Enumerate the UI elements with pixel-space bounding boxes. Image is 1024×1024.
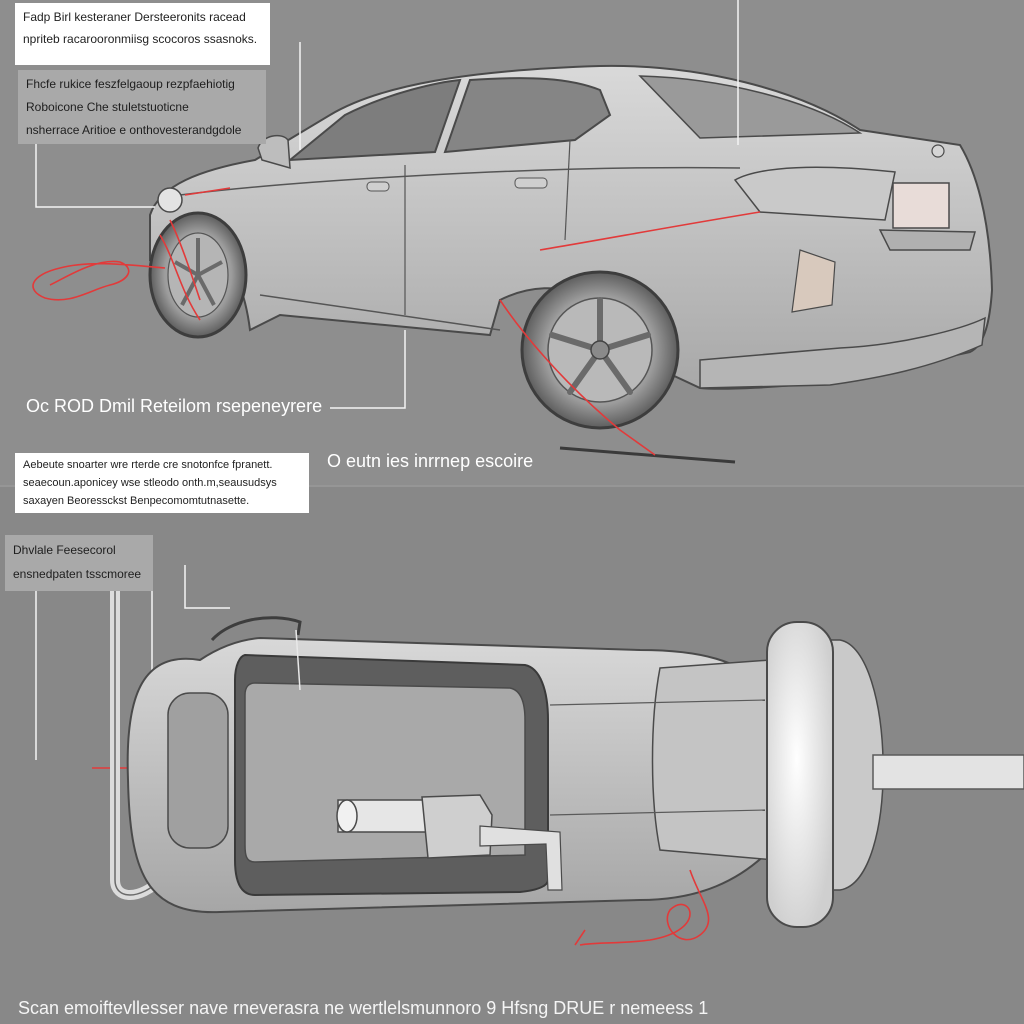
bottom-caption: Scan emoiftevllesser nave rneverasra ne …: [18, 998, 709, 1018]
callout-lower-grey-box: Dhvlale Feesecorol ensnedpaten tsscmoree: [5, 535, 153, 591]
car-illustration: [32, 64, 994, 464]
callout-lower-line-1: Dhvlale Feesecorol: [13, 543, 116, 557]
callout-top-grey-box: Fhcfe rukice feszfelgaoup rezpfaehiotig …: [18, 70, 266, 144]
callout-top-box: Fadp Birl kesteraner Dersteeronits racea…: [15, 3, 270, 65]
callout-middle-line-1: Aebeute snoarter wre rterde cre snotonfc…: [23, 459, 273, 471]
callout-grey-line-3: nsherrace Aritioe e onthovesterandgdole: [26, 123, 242, 137]
obd-device-illustration: [35, 565, 1024, 946]
callout-middle-line-3: saxayen Beoressckst Benpecomomtutnasette…: [23, 495, 250, 507]
center-caption: O eutn ies inrrnep escoire: [327, 451, 534, 471]
callout-grey-line-1: Fhcfe rukice feszfelgaoup rezpfaehiotig: [26, 77, 235, 91]
callout-grey-line-2: Roboicone Che stuletstuoticne: [26, 100, 189, 114]
car-windows: [286, 78, 462, 162]
callout-middle-box: Aebeute snoarter wre rterde cre snotonfc…: [15, 453, 309, 513]
callout-lower-line-2: ensnedpaten tsscmoree: [13, 567, 142, 581]
car-caption: Oc ROD Dmil Reteilom rsepeneyrere: [26, 396, 323, 416]
callout-top-line-1: Fadp Birl kesteraner Dersteeronits racea…: [23, 10, 246, 24]
red-wiring: [32, 187, 761, 456]
callout-top-line-2: npriteb racarooronmiisg scocoros ssasnok…: [23, 32, 258, 46]
callout-middle-line-2: seaecoun.aponicey wse stleodo onth.m,sea…: [23, 477, 277, 489]
device-end-cap: [766, 621, 834, 928]
